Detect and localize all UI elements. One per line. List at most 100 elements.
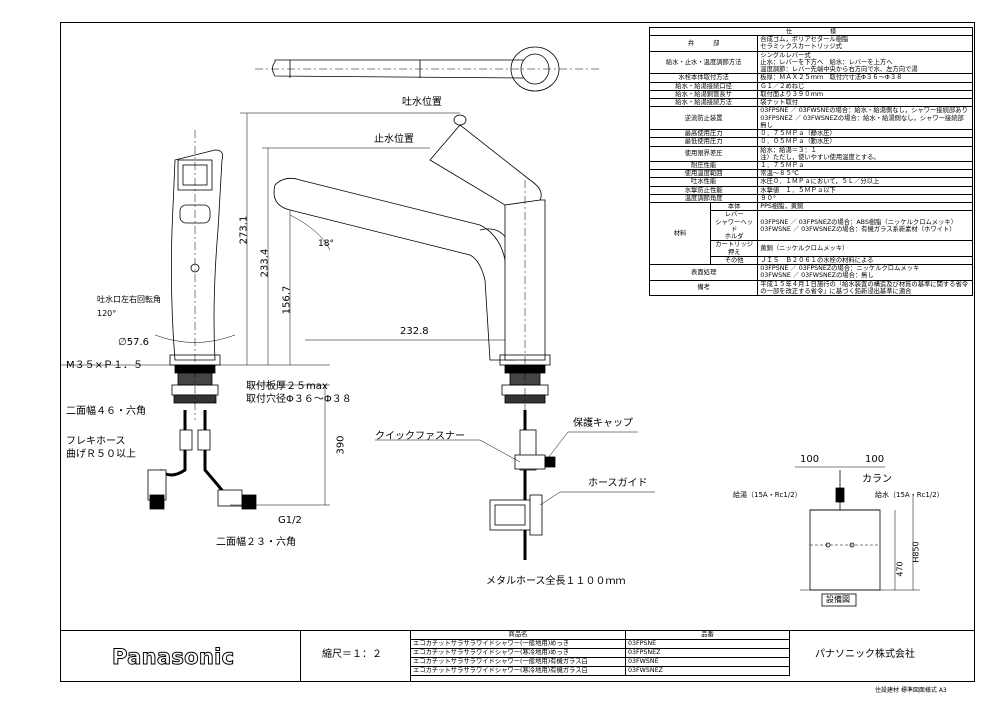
drawing-frame [60,22,975,682]
spec-value: ０．７５ＭＰａ（静水圧） [757,129,973,139]
stop-position-label: 止水位置 [374,134,414,145]
flex-hose-label-2: 曲げＲ５０以上 [66,449,136,460]
hex46-label: 二面幅４６・六角 [66,406,146,417]
spec-key: 弁 部 [648,35,759,52]
spec-table: 仕 様弁 部合成ゴム，ポリアセタール樹脂セラミックスカートリッジ式給水・止水・温… [648,26,973,296]
material-key: 本体 [709,202,759,212]
material-label: 材料 [649,202,711,266]
spec-value: 取付面より３９０ｍｍ [757,89,973,100]
code-header: 品番 [625,630,790,640]
spec-value: Ｇ１／２めねじ [757,81,973,91]
dim-233-label: 233.4 [259,248,271,278]
product-name: エコカチットサラサラワイドシャワー(一般地用)有機ガラス白 [410,657,626,667]
tilt-angle-label: 18° [318,239,334,249]
material-value: 03FPSNE ／ 03FPSNEZの場合：ABS樹脂（ニッケルクロムメッキ）0… [757,210,973,242]
surface-key: 表面処理 [648,264,759,281]
spout-position-label: 吐水位置 [402,97,442,108]
note-row: 備考平成１５年４月１日施行の「給水装置の構造及び材質の基準に関する省令の一部を改… [648,279,973,296]
material-row: カートリッジ押え黄銅（ニッケルクロムメッキ） [650,240,973,257]
spec-key: 水栓本体取付方法 [648,73,759,83]
spec-key: 給水・給湯接続口径 [648,81,759,91]
product-code: 03FWSNE [625,657,790,667]
swing-angle-value: 120° [97,309,117,318]
spec-key: 吐水性能 [648,177,759,187]
product-header: 商品名 [410,630,626,640]
panasonic-logo: Panasonic [111,645,235,670]
g12-label: G1/2 [278,515,302,526]
material-key: カートリッジ押え [709,240,759,257]
product-code: 03FPSNEZ [625,648,790,658]
hex23-label: 二面幅２３・六角 [216,537,296,548]
quick-fastener-label: クイックファスナー [375,431,465,442]
product-name: エコカチットサラサラワイドシャワー(一般地用)めっき [410,639,626,649]
hot-supply-label: 給湯（15A・Rc1/2） [733,491,802,499]
spec-value: 袋ナット取付 [757,98,973,108]
dim-232-label: 232.8 [400,326,429,337]
metal-hose-label: メタルホース全長１１００ｍｍ [486,576,626,587]
spec-value: １．７５ＭＰａ [757,160,973,171]
spec-key: 温度調節角度 [648,193,759,204]
collar-label: カラン [862,474,892,485]
spec-value: ０．０５ＭＰａ（動水圧） [757,137,973,147]
dim-470-label: 470 [895,561,905,577]
spec-row: 給水・止水・温度調節方法シングルレバー式止水：レバーを下方へ 給水：レバーを上方… [648,50,973,75]
spec-row: 吐水性能水圧０．１ＭＰａにおいて，５Ｌ／分以上 [648,177,973,187]
flex-hose-label-1: フレキホース [66,436,126,447]
dim-390-label: 390 [335,435,347,455]
note-key: 備考 [648,279,759,296]
spec-key: 最低使用圧力 [648,137,759,147]
product-name: エコカチットサラサラワイドシャワー(寒冷地用)有機ガラス白 [410,666,626,676]
spec-row: 使用温度範囲常温～８５℃ [648,169,973,179]
diameter-label: ∅57.6 [118,337,149,348]
spec-key: 最高使用圧力 [648,129,759,139]
install-title: 設備図 [826,595,850,604]
spec-key: 給水・給湯接続方法 [648,98,759,108]
dim-h850-label: H850 [911,541,921,563]
product-code: 03FPSNE [625,639,790,649]
material-value: PPS樹脂，黄銅 [757,202,973,212]
spec-key: 水撃防止性能 [648,185,759,195]
spec-value: 合成ゴム，ポリアセタール樹脂セラミックスカートリッジ式 [757,35,973,52]
dim-273-label: 273.1 [238,215,250,245]
cold-supply-label: 給水（15A・Rc1/2） [875,491,944,499]
note-value: 平成１５年４月１日施行の「給水装置の構造及び材質の基準に関する省令の一部を改正す… [757,279,973,296]
material-key: レバーシャワーヘッドホルダ [709,210,759,242]
spec-value: 水撃値 １．５ＭＰａ以下 [757,185,973,195]
plate-thickness-label: 取付板厚２５max [246,381,328,392]
product-name: エコカチットサラサラワイドシャワー(寒冷地用)めっき [410,648,626,658]
footer-label: 住設建材 標準図面様式 A3 [875,687,947,694]
spec-row: 弁 部合成ゴム，ポリアセタール樹脂セラミックスカートリッジ式 [648,35,973,52]
spec-header: 仕 様 [649,26,973,37]
dim-100a-label: 100 [800,454,820,465]
spec-key: 耐圧性能 [648,160,759,171]
spec-row: 水撃防止性能水撃値 １．５ＭＰａ以下 [648,185,973,195]
company-name: パナソニック株式会社 [815,649,915,660]
spec-row: 給水・給湯接続方法袋ナット取付 [648,98,973,108]
spec-key: 給水・給湯銅管長サ [648,89,759,100]
spec-value: 板厚：ＭＡＸ２５ｍｍ 取付穴寸法Φ３６～Φ３８ [757,73,973,83]
spec-row: 給水・給湯銅管長サ取付面より３９０ｍｍ [648,89,973,100]
material-value: 黄銅（ニッケルクロムメッキ） [757,240,973,257]
spec-row: 水栓本体取付方法板厚：ＭＡＸ２５ｍｍ 取付穴寸法Φ３６～Φ３８ [648,73,973,83]
spec-key: 逆流防止装置 [648,106,759,131]
spec-value: シングルレバー式止水：レバーを下方へ 給水：レバーを上方へ温度調節：レバー先端中… [757,50,973,75]
product-code: 03FWSNEZ [625,666,790,676]
protect-cap-label: 保護キャップ [573,418,633,429]
